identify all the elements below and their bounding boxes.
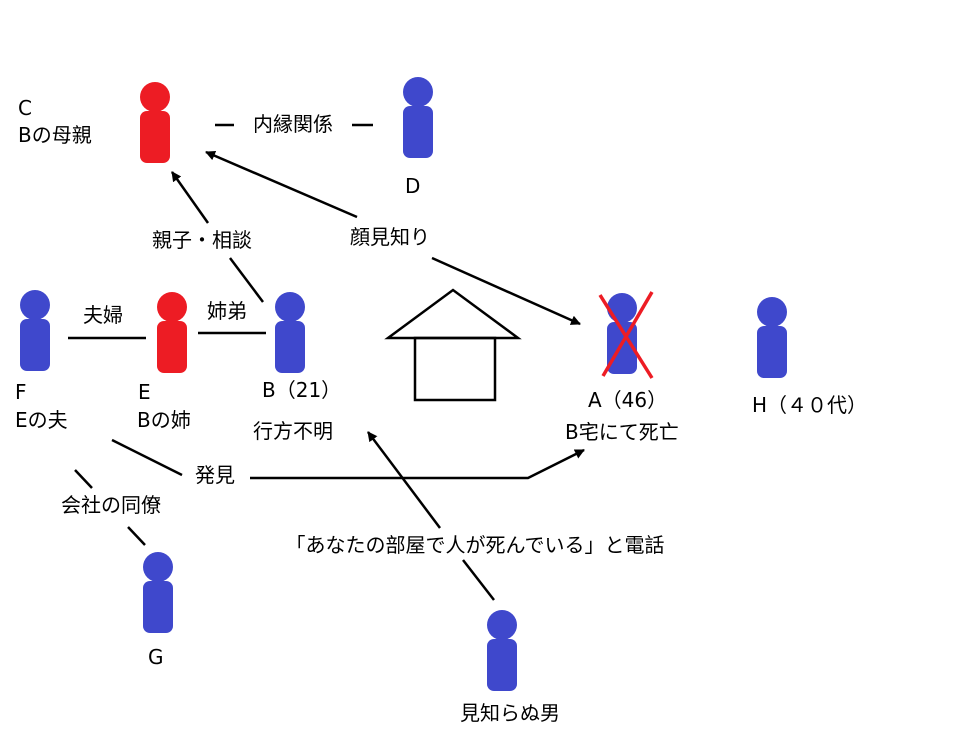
relation-c-a: 顔見知り [350,225,430,249]
label-e-desc: Bの姉 [137,408,191,432]
edge-a-c-upper [205,150,358,219]
edge-stranger-b-lower [462,559,495,601]
person-head [20,290,50,320]
person-body [487,639,517,691]
label-g: G [148,645,164,669]
house-icon [384,288,522,402]
label-d: D [405,174,420,198]
relation-stranger-b: 「あなたの部屋で人が死んでいる」と電話 [286,533,665,557]
person-head [143,552,173,582]
person-body [140,111,170,163]
person-g-icon [143,552,173,633]
label-f-letter: F [15,380,27,404]
person-head [487,610,517,640]
person-body [157,321,187,373]
cross-mark-icon [598,291,654,379]
edge-stranger-b-upper [367,431,441,529]
person-body [143,581,173,633]
label-e-letter: E [138,380,151,404]
relation-f-e: 夫婦 [83,303,123,327]
person-stranger-icon [487,610,517,691]
relation-f-g: 会社の同僚 [61,493,161,517]
label-a-desc: B宅にて死亡 [565,420,679,444]
edge-a-c-lower [431,256,581,326]
edge-b-c-upper [170,171,210,224]
person-c-icon [140,82,170,163]
person-body [757,326,787,378]
person-body [607,322,637,374]
relation-f-a: 発見 [195,463,235,487]
person-b-icon [275,292,305,373]
person-d-icon [403,77,433,158]
edge-b-c-lower [229,257,264,303]
person-body [275,321,305,373]
person-head [607,293,637,323]
relation-b-c: 親子・相談 [152,228,252,252]
label-h: H（４０代） [752,393,867,417]
edge-f-g-upper [74,469,93,489]
person-head [275,292,305,322]
edge-f-g-lower [127,526,146,546]
label-c-letter: C [18,96,32,120]
relation-e-b: 姉弟 [207,299,247,323]
person-head [757,297,787,327]
edge-f-a-end [250,448,585,480]
person-body [403,106,433,158]
label-a-letter: A（46） [588,388,667,412]
person-body [20,319,50,371]
person-f-icon [20,290,50,371]
label-f-desc: Eの夫 [15,408,68,432]
person-head [140,82,170,112]
edge-f-a-start [111,438,183,477]
person-h-icon [757,297,787,378]
person-head [157,292,187,322]
label-b-desc: 行方不明 [253,419,333,443]
relation-c-d: 内縁関係 [253,112,333,136]
label-b-letter: B（21） [262,378,341,402]
label-stranger: 見知らぬ男 [460,701,560,725]
label-c-desc: Bの母親 [18,123,92,147]
person-head [403,77,433,107]
person-e-icon [157,292,187,373]
